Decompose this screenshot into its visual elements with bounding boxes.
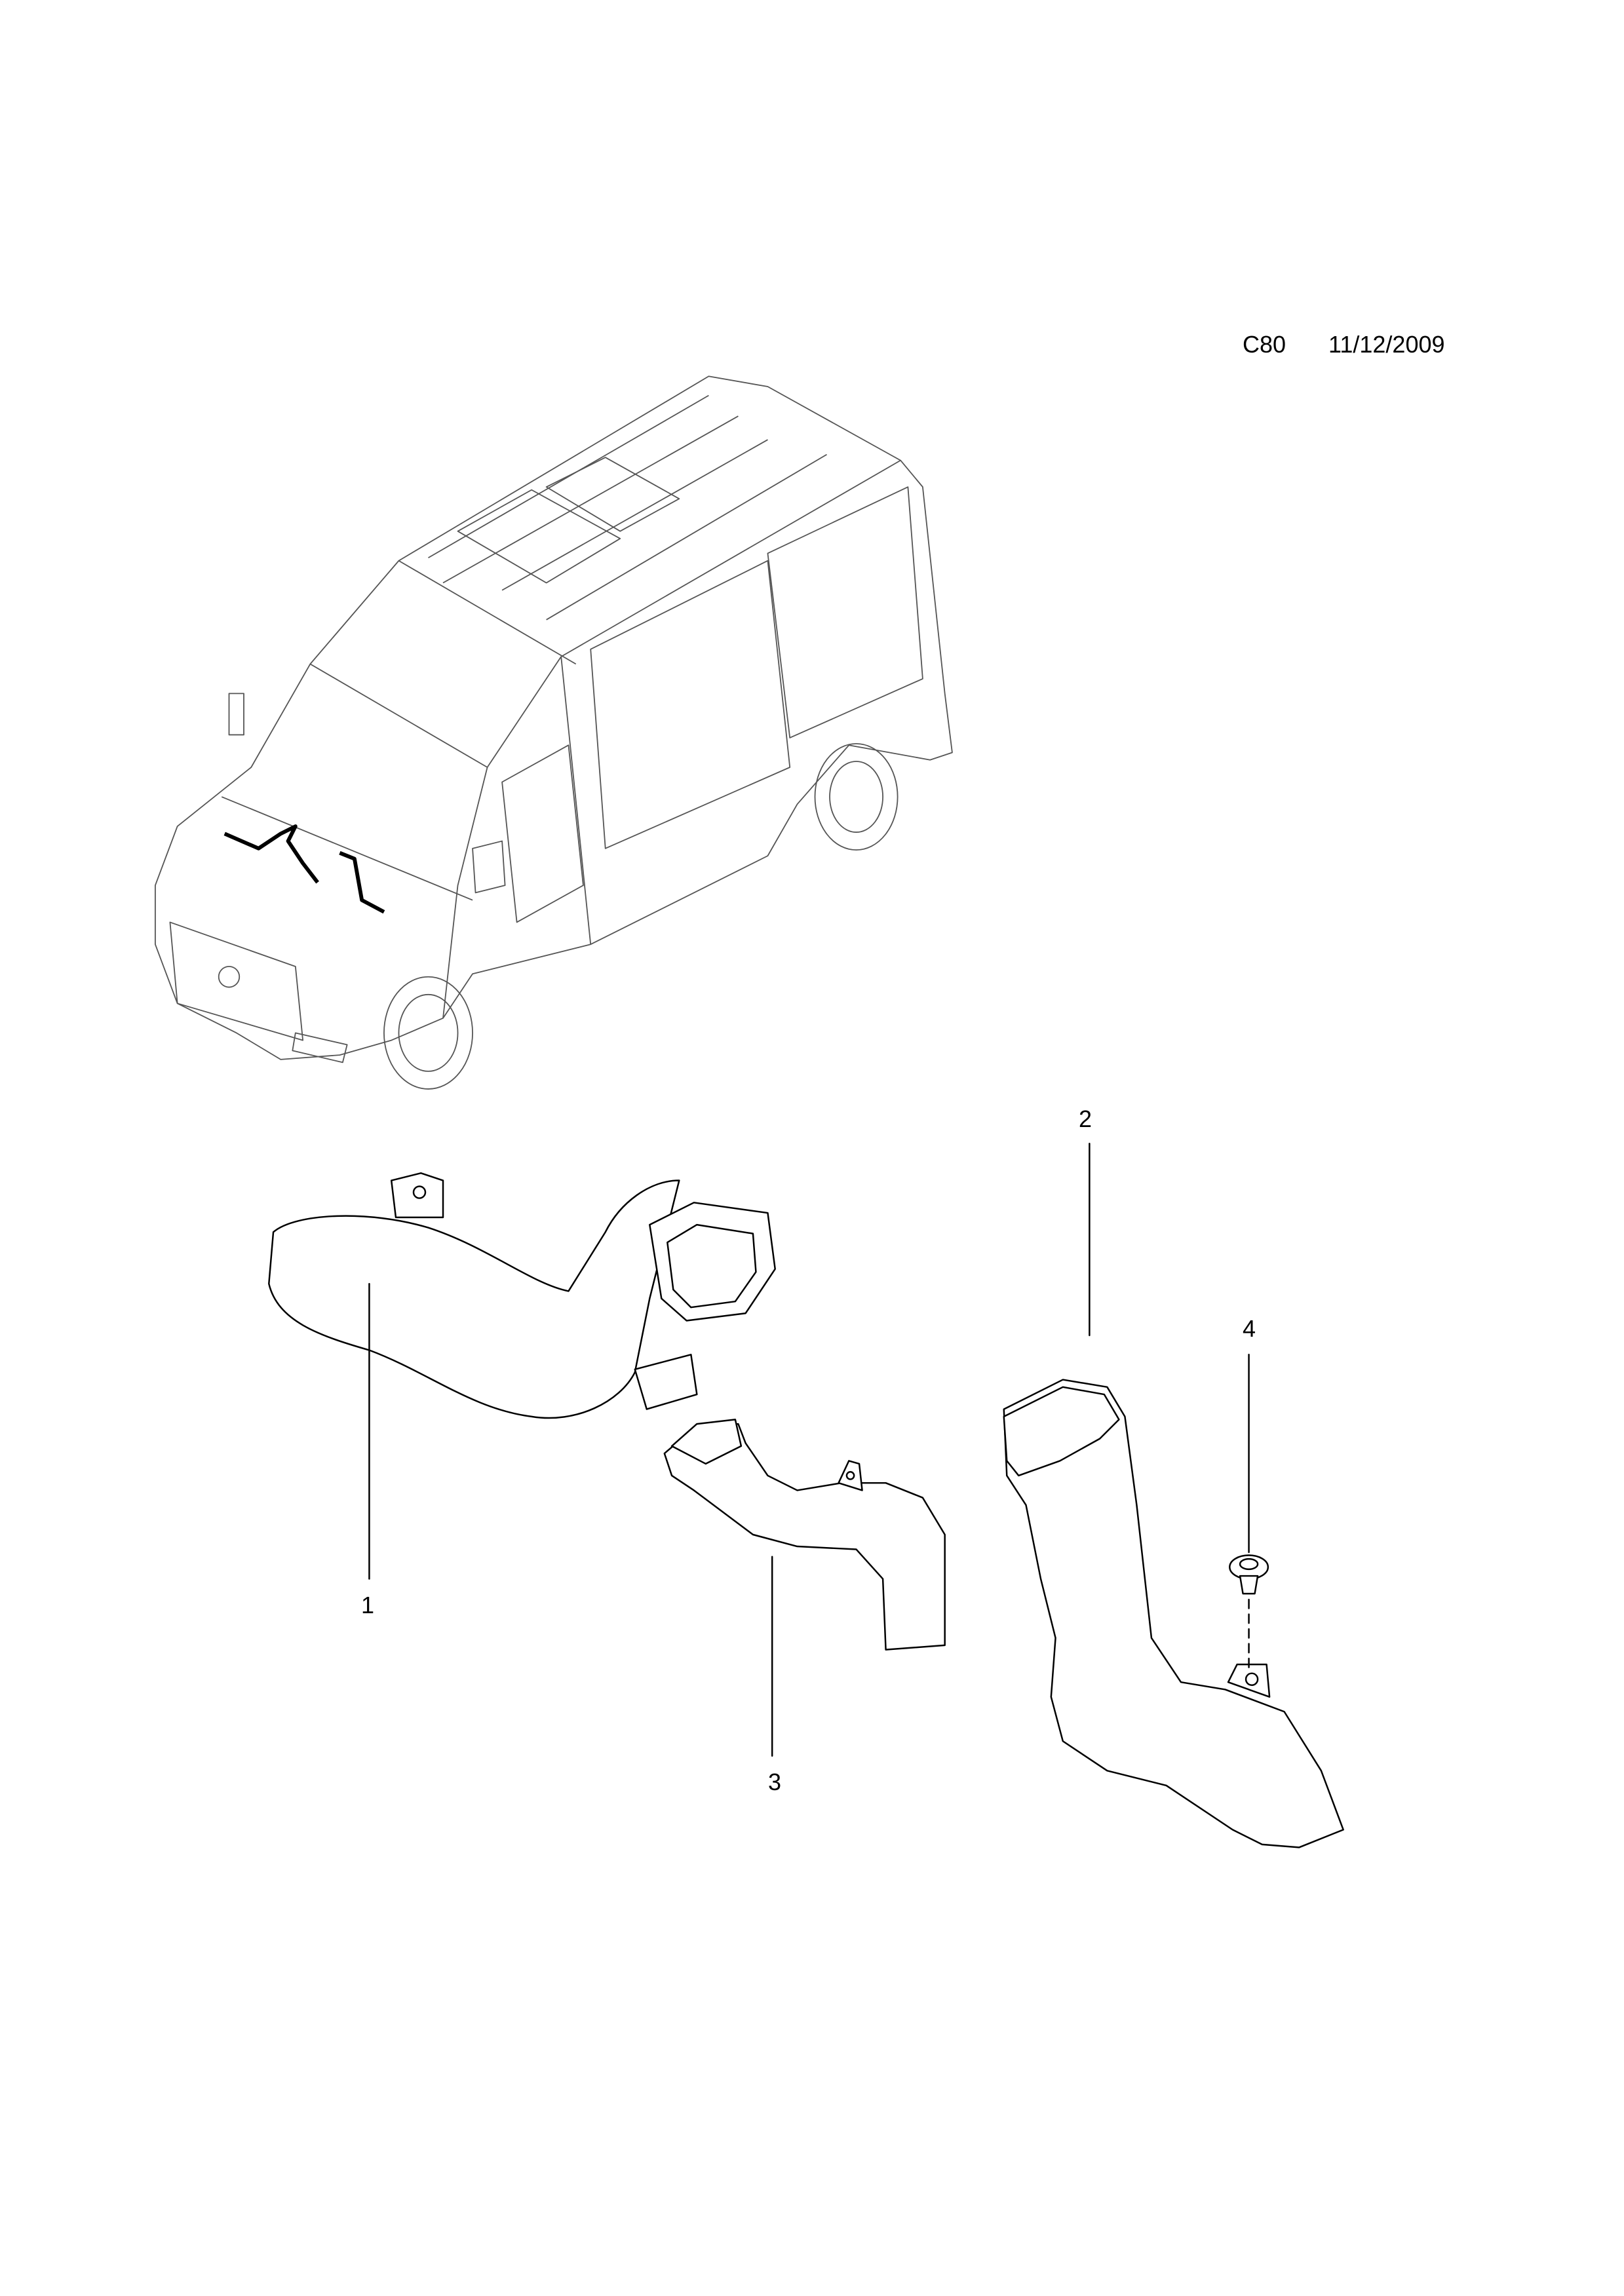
callout-1: 1 bbox=[361, 1592, 375, 1618]
part-1-air-duct bbox=[268, 1172, 776, 1419]
part-4-clip bbox=[1229, 1554, 1269, 1595]
van-illustration bbox=[154, 375, 953, 1090]
callout-4: 4 bbox=[1243, 1315, 1256, 1342]
diagram-date: 11/12/2009 bbox=[1328, 331, 1445, 358]
part-2-air-duct bbox=[1003, 1379, 1344, 1848]
part-3-air-duct bbox=[663, 1419, 946, 1651]
callout-2: 2 bbox=[1079, 1105, 1092, 1132]
callout-3: 3 bbox=[768, 1769, 782, 1795]
diagram-code: C80 bbox=[1243, 331, 1286, 358]
